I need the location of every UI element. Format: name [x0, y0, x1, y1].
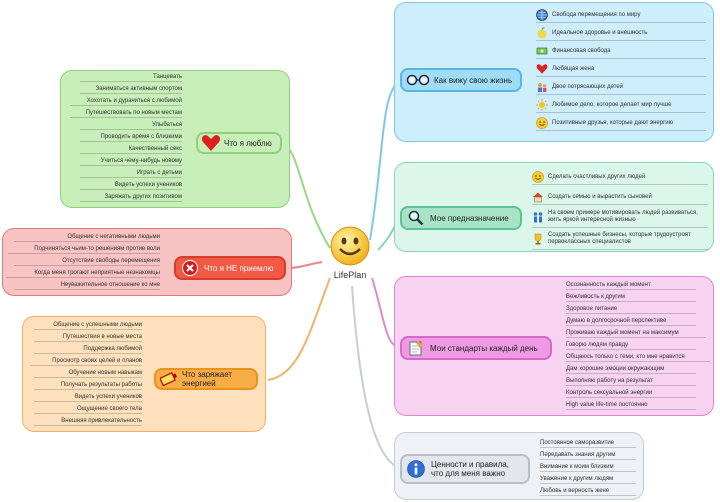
standards-branch-node[interactable]: Мои стандарты каждый день [400, 336, 552, 360]
house-icon [533, 192, 543, 203]
vision-item[interactable]: Свобода перемещения по миру [536, 8, 706, 23]
standards-item[interactable]: Выполняю работу на результат [566, 378, 696, 386]
kids-icon [538, 83, 547, 92]
center-node[interactable] [320, 226, 380, 286]
love-item[interactable]: Учиться чему-нибудь новому [80, 158, 182, 166]
trophy-icon [534, 233, 542, 245]
standards-item[interactable]: Осознанность каждый момент [566, 282, 696, 290]
vision-item[interactable]: Идеальное здоровье и внешность [536, 26, 706, 41]
standards-item[interactable]: High value life-time постоянно [566, 402, 696, 410]
purpose-item[interactable]: Создать семью и вырастить сыновей [532, 190, 708, 205]
love-item[interactable]: Качественный секс [80, 146, 182, 154]
reject-item[interactable]: Неуважительное отношение ко мне [14, 282, 160, 290]
energy-item[interactable]: Общение с успешными людьми [34, 322, 142, 330]
reject-branch-title: Что я НЕ приемлю [204, 263, 274, 273]
values-branch-node[interactable]: Ценности и правила, что для меня важно [400, 454, 530, 484]
smile-icon [532, 171, 544, 183]
vision-item[interactable]: Финансовая свобода [536, 44, 706, 59]
standards-item[interactable]: Проживаю каждый момент на максимум [566, 330, 706, 338]
energy-item[interactable]: Видеть успехи учеников [34, 394, 142, 402]
energy-item[interactable]: Путешествия в новые места [34, 334, 142, 342]
battery-icon [160, 372, 178, 386]
love-item[interactable]: Улыбаться [80, 122, 182, 130]
glasses-icon [406, 74, 430, 86]
standards-branch-title: Мои стандарты каждый день [430, 343, 538, 353]
vision-item[interactable]: Любящая жена [536, 62, 706, 77]
love-item[interactable]: Проводить время с близкими [80, 134, 182, 142]
cross-icon [182, 260, 198, 276]
love-branch-node[interactable]: Что я люблю [196, 132, 282, 154]
reject-item[interactable]: Общение с негативными людьми [14, 234, 160, 242]
standards-item[interactable]: Дам хорошие эмоции окружающим [566, 366, 696, 374]
heart-icon [201, 135, 221, 151]
purpose-branch-node[interactable]: Мое предназначение [400, 206, 522, 230]
vision-branch-node[interactable]: Как вижу свою жизнь [400, 68, 522, 92]
purpose-item[interactable]: Сделать счастливых других людей [532, 170, 708, 185]
purpose-item[interactable]: Создать успешные бизнесы, которые трудоу… [532, 229, 708, 250]
standards-item[interactable]: Здоровое питание [566, 306, 696, 314]
smile-icon [536, 117, 548, 129]
people-icon [533, 212, 543, 223]
standards-item[interactable]: Говорю людям правду [566, 342, 696, 350]
energy-item[interactable]: Поддержка любимой [34, 346, 142, 354]
energy-item[interactable]: Внешняя привлекательность [34, 418, 142, 426]
values-item[interactable]: Передавать знания другим [540, 452, 636, 460]
globe-icon [536, 9, 548, 21]
values-branch-title: Ценности и правила, что для меня важно [431, 460, 509, 478]
info-icon [407, 460, 425, 478]
vision-item[interactable]: Любимое дело, которое делает мир лучше [536, 98, 706, 113]
energy-branch-title: Что заряжает энергией [182, 370, 233, 388]
smiley-icon [330, 226, 370, 266]
standards-item[interactable]: Думаю в долгосрочной перспективе [566, 318, 696, 326]
heart-icon [536, 64, 548, 74]
money-icon [536, 47, 548, 55]
purpose-branch-title: Мое предназначение [430, 213, 509, 223]
vision-item[interactable]: Двое потрясающих детей [536, 80, 706, 95]
reject-item[interactable]: Подчиняться чьим-то решениям против воли [8, 246, 160, 254]
love-branch-title: Что я люблю [224, 138, 272, 148]
magnifier-icon [408, 210, 424, 226]
love-item[interactable]: Танцевать [80, 74, 182, 82]
energy-item[interactable]: Получать результаты работы [34, 382, 142, 390]
values-item[interactable]: Внимание к моим близким [540, 464, 636, 472]
values-item[interactable]: Постоянное саморазвитие [540, 440, 636, 448]
standards-item[interactable]: Общаюсь только с теми, кто мне нравится [566, 354, 710, 362]
love-item[interactable]: Хохотать и дурачиться с любимой [70, 98, 182, 106]
love-item[interactable]: Путешествовать по новым местам [70, 110, 182, 118]
energy-item[interactable]: Просмотр своих целей и планов [30, 358, 142, 366]
vision-item[interactable]: Позитивные друзья, которые дают энергию [536, 116, 706, 131]
purpose-item[interactable]: На своем примере мотивировать людей разв… [532, 207, 708, 228]
vision-branch-title: Как вижу свою жизнь [434, 75, 513, 85]
love-item[interactable]: Видеть успехи учеников [80, 182, 182, 190]
notepad-icon [409, 341, 423, 356]
love-item[interactable]: Заряжать других позитивом [80, 194, 182, 202]
sun-icon [536, 99, 548, 111]
reject-item[interactable]: Когда меня трогают неприятные незнакомцы [6, 270, 160, 278]
values-item[interactable]: Уважение к другим людям [540, 476, 636, 484]
standards-item[interactable]: Контроль сексуальной энергии [566, 390, 696, 398]
standards-item[interactable]: Вежливость к другим [566, 294, 696, 302]
love-item[interactable]: Заниматься активным спортом [80, 86, 182, 94]
reject-branch-node[interactable]: Что я НЕ приемлю [174, 256, 286, 280]
energy-branch-node[interactable]: Что заряжает энергией [154, 368, 258, 390]
values-item[interactable]: Любовь и верность жене [540, 488, 636, 496]
center-label: LifePlan [333, 270, 367, 280]
energy-item[interactable]: Ощущение своего тела [34, 406, 142, 414]
apple-icon [537, 27, 547, 39]
love-item[interactable]: Играть с детьми [80, 170, 182, 178]
reject-item[interactable]: Отсутствие свободы перемещения [14, 258, 160, 266]
energy-item[interactable]: Обучение новым навыкам [34, 370, 142, 378]
